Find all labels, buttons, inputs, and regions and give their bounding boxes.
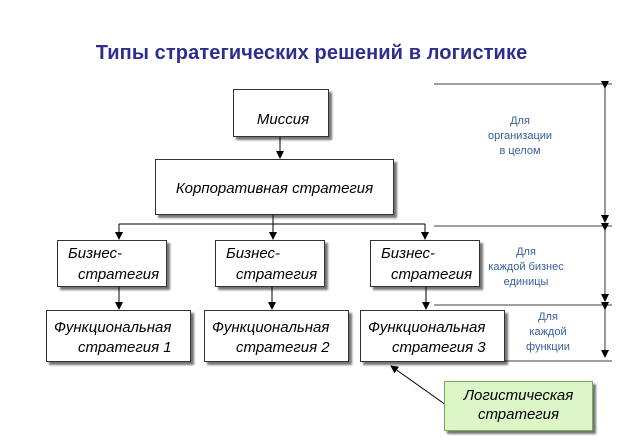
node-corporate-label: Корпоративная стратегия bbox=[175, 180, 374, 197]
diagram-title: Типы стратегических решений в логистике bbox=[95, 42, 528, 64]
node-business-strategy-3: Бизнес- стратегия bbox=[370, 240, 480, 287]
node-business-2-line1: Бизнес- bbox=[226, 245, 281, 262]
node-functional-3-line1: Функциональная bbox=[368, 319, 486, 336]
node-functional-2-line2: стратегия 2 bbox=[236, 339, 330, 356]
node-business-3-line2: стратегия bbox=[391, 266, 473, 283]
node-logistics-line2: стратегия bbox=[477, 406, 560, 423]
level-function-line3: функции bbox=[526, 341, 570, 353]
node-functional-strategy-2: Функциональная стратегия 2 bbox=[204, 310, 349, 362]
level-label-function: Для каждой функции bbox=[513, 310, 583, 355]
level-function-line1: Для bbox=[538, 311, 558, 323]
node-functional-1-line2: стратегия 1 bbox=[78, 339, 172, 356]
arrow-logistics-functional bbox=[390, 365, 447, 406]
level-business-line3: единицы bbox=[503, 276, 549, 288]
node-functional-strategy-3: Функциональная стратегия 3 bbox=[360, 310, 505, 362]
level-business-line2: каждой бизнес bbox=[488, 261, 564, 273]
level-function-line2: каждой bbox=[529, 326, 567, 338]
level-business-line1: Для bbox=[516, 246, 536, 258]
node-business-1-line2: стратегия bbox=[78, 266, 160, 283]
node-mission-label: Миссия bbox=[256, 111, 310, 128]
node-functional-3-line2: стратегия 3 bbox=[392, 339, 486, 356]
level-organization-line1: Для bbox=[510, 115, 530, 127]
node-functional-1-line1: Функциональная bbox=[54, 319, 172, 336]
node-business-2-line2: стратегия bbox=[236, 266, 318, 283]
level-label-organization: Для организации в целом bbox=[470, 114, 570, 159]
node-functional-2-line1: Функциональная bbox=[212, 319, 330, 336]
node-mission: Миссия bbox=[233, 89, 329, 137]
node-business-strategy-2: Бизнес- стратегия bbox=[215, 240, 325, 287]
node-functional-strategy-1: Функциональная стратегия 1 bbox=[46, 310, 191, 362]
level-label-business-unit: Для каждой бизнес единицы bbox=[476, 245, 576, 290]
node-logistics-line1: Логистическая bbox=[463, 387, 574, 404]
node-business-1-line1: Бизнес- bbox=[68, 245, 123, 262]
node-corporate-strategy: Корпоративная стратегия bbox=[155, 159, 394, 215]
node-logistics-strategy: Логистическая стратегия bbox=[444, 381, 593, 431]
node-business-strategy-1: Бизнес- стратегия bbox=[57, 240, 167, 287]
node-business-3-line1: Бизнес- bbox=[381, 245, 436, 262]
level-organization-line2: организации bbox=[487, 130, 553, 142]
level-organization-line3: в целом bbox=[499, 145, 541, 157]
